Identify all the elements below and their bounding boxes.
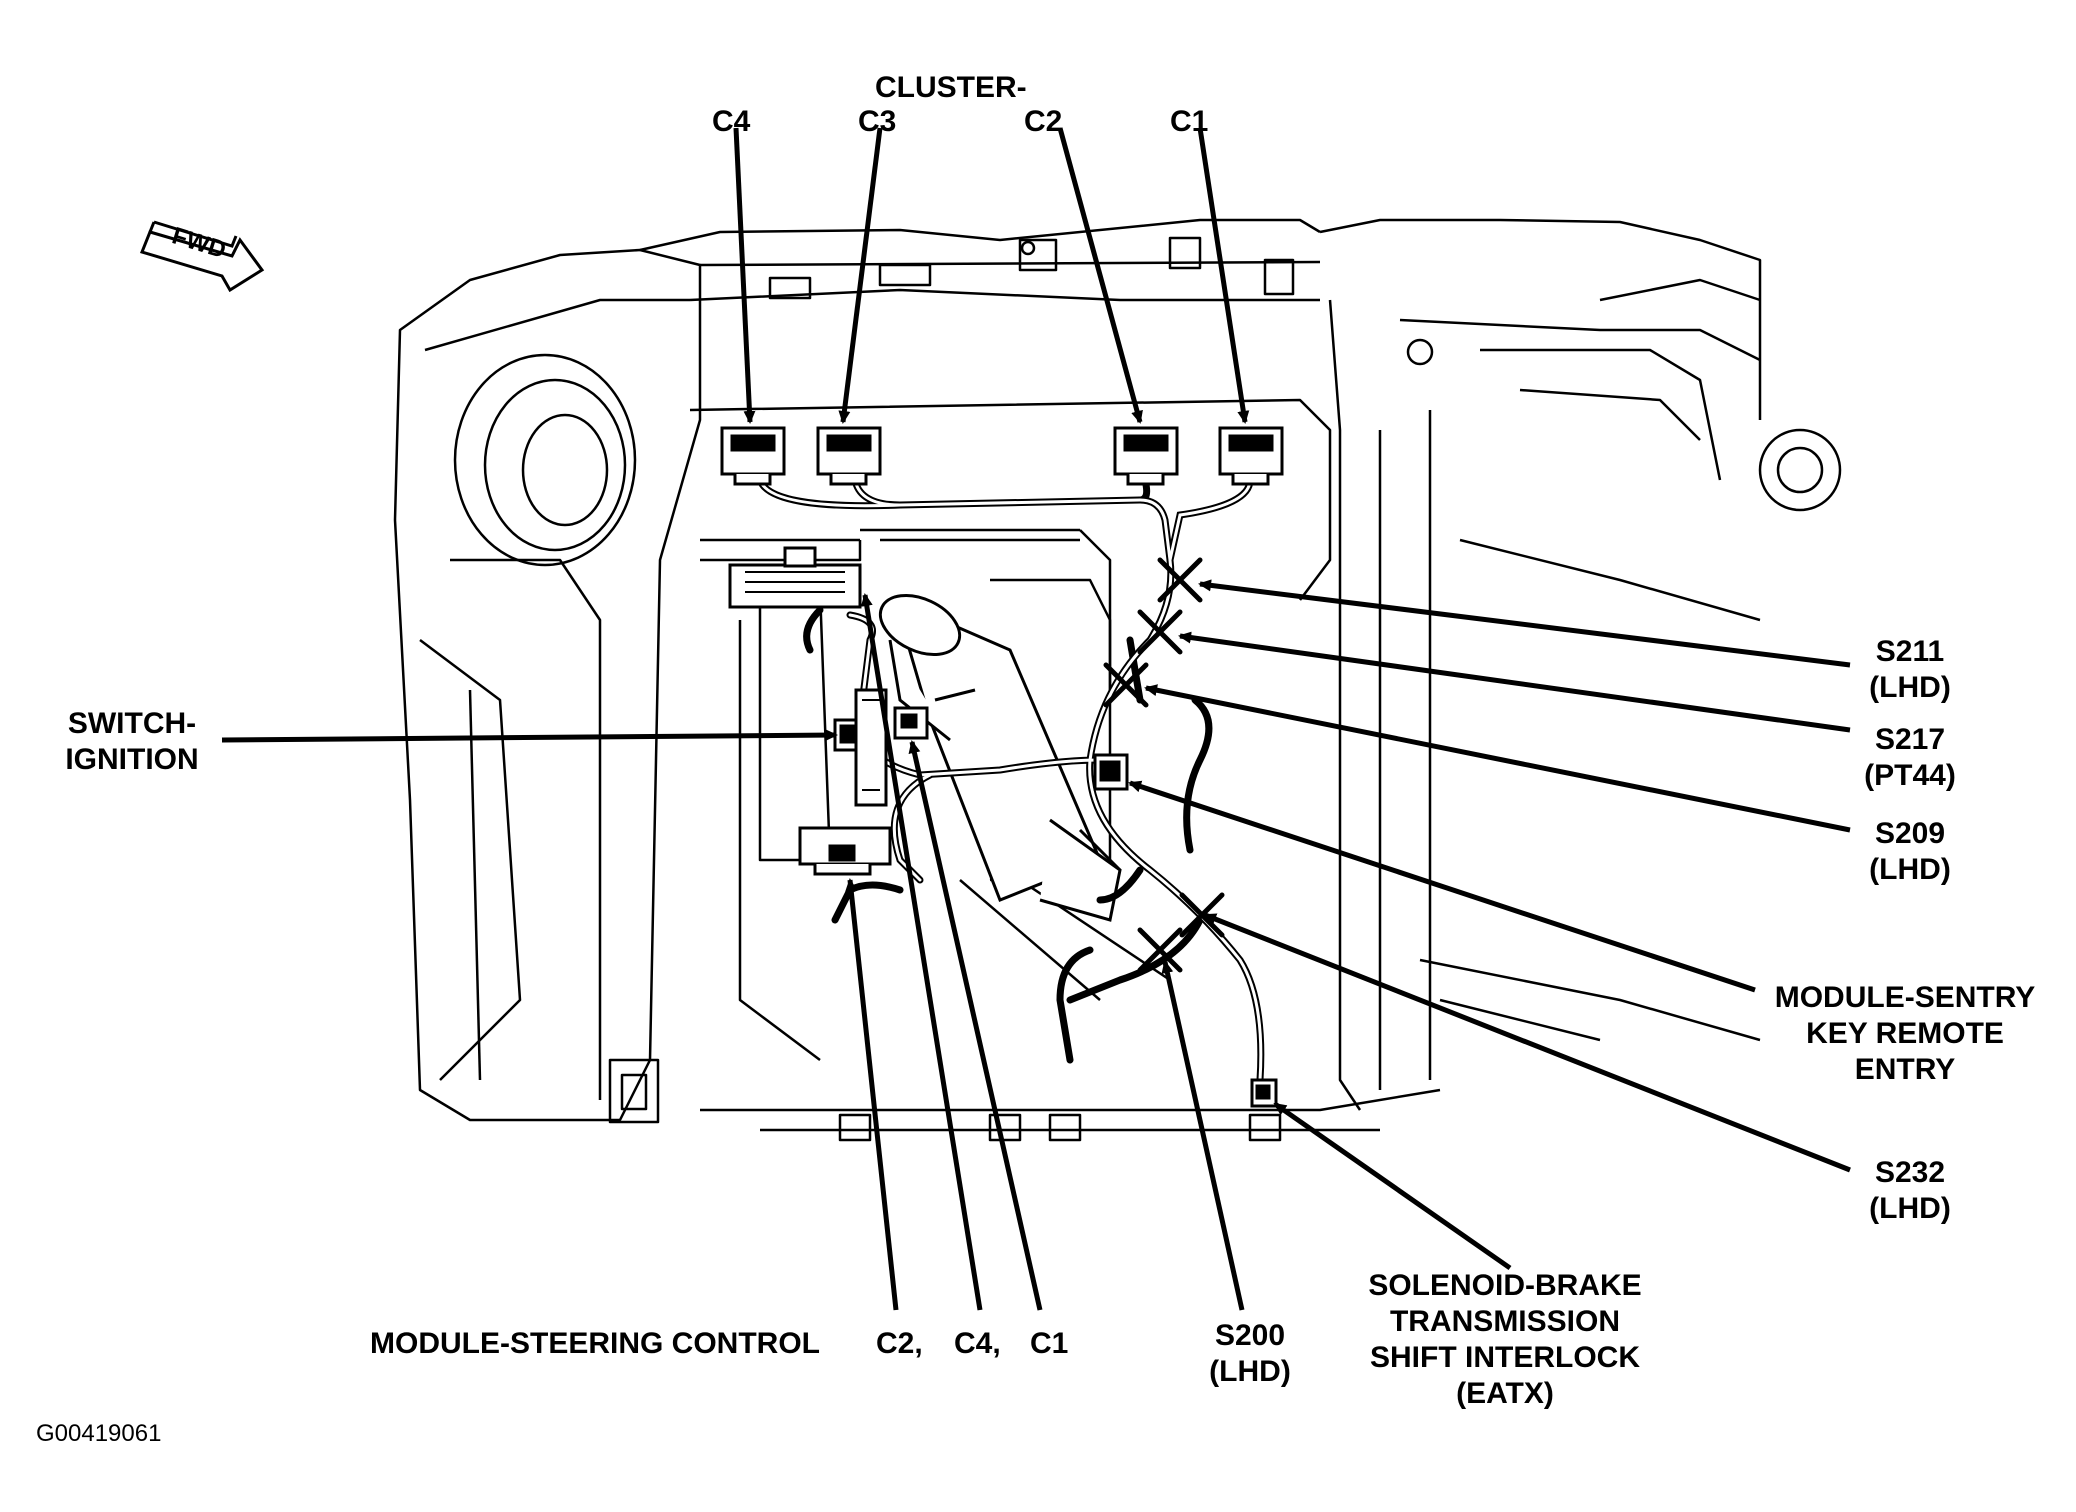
leader-sentry xyxy=(1128,780,1756,993)
label-switch-ignition: SWITCH- IGNITION xyxy=(52,706,212,778)
label-switch-ignition-line2: IGNITION xyxy=(65,743,199,776)
leader-switch-ignition xyxy=(221,729,838,743)
label-s200-line1: S200 xyxy=(1214,1319,1286,1352)
label-s232-line2: (LHD) xyxy=(1869,1192,1951,1225)
label-s217-line1: S217 xyxy=(1874,723,1946,756)
steering-module-connectors xyxy=(728,546,1278,1108)
label-s209: S209 (LHD) xyxy=(1850,816,1970,888)
label-cluster-c2: C2 xyxy=(1024,105,1063,138)
label-cluster-c4: C4 xyxy=(712,105,751,138)
splice-s200 xyxy=(1137,927,1183,973)
leader-smc-c1 xyxy=(908,740,1043,1311)
leader-s211 xyxy=(1198,579,1851,668)
label-s211-line1: S211 xyxy=(1875,635,1945,668)
cluster-connectors xyxy=(720,426,1284,486)
cluster-connector-c4 xyxy=(720,426,786,486)
label-s232-line1: S232 xyxy=(1874,1156,1946,1189)
dash-structure xyxy=(393,218,1842,1142)
sentry-key-module-connector xyxy=(1093,753,1129,791)
leader-cluster-c4 xyxy=(733,127,756,424)
label-steering-c2: C2, xyxy=(876,1327,923,1360)
cluster-connector-c2 xyxy=(1113,426,1179,486)
cluster-connector-c3 xyxy=(816,426,882,486)
label-steering-module: MODULE-STEERING CONTROL xyxy=(370,1327,820,1360)
label-steering-c1: C1 xyxy=(1030,1327,1069,1360)
label-cluster-c3: C3 xyxy=(858,105,897,138)
label-switch-ignition-line1: SWITCH- xyxy=(67,707,197,740)
label-s217: S217 (PT44) xyxy=(1850,722,1970,794)
label-solenoid-line4: (EATX) xyxy=(1456,1377,1554,1410)
figure-id: G00419061 xyxy=(36,1420,162,1447)
cluster-connector-c1 xyxy=(1218,426,1284,486)
leader-cluster-c2 xyxy=(1057,127,1143,424)
label-solenoid-line2: TRANSMISSION xyxy=(1389,1305,1620,1338)
splice-marks xyxy=(1103,557,1225,973)
label-s200: S200 (LHD) xyxy=(1190,1318,1310,1390)
label-solenoid-line3: SHIFT INTERLOCK xyxy=(1370,1341,1640,1374)
label-solenoid: SOLENOID-BRAKE TRANSMISSION SHIFT INTERL… xyxy=(1340,1268,1670,1412)
splice-s217 xyxy=(1137,609,1183,655)
fwd-arrow-icon xyxy=(139,220,265,293)
label-sentry-line1: MODULE-SENTRY xyxy=(1774,981,2036,1014)
leader-cluster-c3 xyxy=(838,127,883,424)
splice-s232 xyxy=(1179,892,1225,938)
label-solenoid-line1: SOLENOID-BRAKE xyxy=(1368,1269,1642,1302)
label-sentry-module: MODULE-SENTRY KEY REMOTE ENTRY xyxy=(1755,980,2055,1088)
leader-smc-c4 xyxy=(860,593,983,1311)
smc-connector-c2 xyxy=(798,826,892,876)
leader-s200 xyxy=(1161,960,1245,1311)
steering-column xyxy=(878,593,1122,922)
label-cluster-header: CLUSTER- xyxy=(875,71,1027,104)
leader-lines xyxy=(221,127,1851,1311)
label-s211: S211 (LHD) xyxy=(1850,634,1970,706)
leader-solenoid xyxy=(1273,1101,1512,1271)
brake-interlock-solenoid-connector xyxy=(1250,1078,1278,1108)
label-sentry-line2: KEY REMOTE xyxy=(1806,1017,2004,1050)
leader-s217 xyxy=(1178,631,1851,733)
label-steering-c4: C4, xyxy=(954,1327,1001,1360)
leader-s209 xyxy=(1144,684,1851,833)
label-s209-line1: S209 xyxy=(1874,817,1946,850)
smc-connector-large xyxy=(728,546,862,609)
label-s211-line2: (LHD) xyxy=(1869,671,1951,704)
smc-connector-c1 xyxy=(893,706,929,740)
leader-cluster-c1 xyxy=(1197,127,1250,424)
label-s232: S232 (LHD) xyxy=(1850,1155,1970,1227)
label-sentry-line3: ENTRY xyxy=(1854,1053,1956,1086)
label-cluster-c1: C1 xyxy=(1170,105,1209,138)
ignition-switch xyxy=(833,688,888,807)
splice-s209 xyxy=(1103,662,1149,708)
label-s209-line2: (LHD) xyxy=(1869,853,1951,886)
label-s200-line2: (LHD) xyxy=(1209,1355,1291,1388)
splice-s211 xyxy=(1157,557,1203,603)
leader-smc-c2 xyxy=(845,878,899,1311)
leader-s232 xyxy=(1203,912,1851,1173)
label-s217-line2: (PT44) xyxy=(1864,759,1956,792)
